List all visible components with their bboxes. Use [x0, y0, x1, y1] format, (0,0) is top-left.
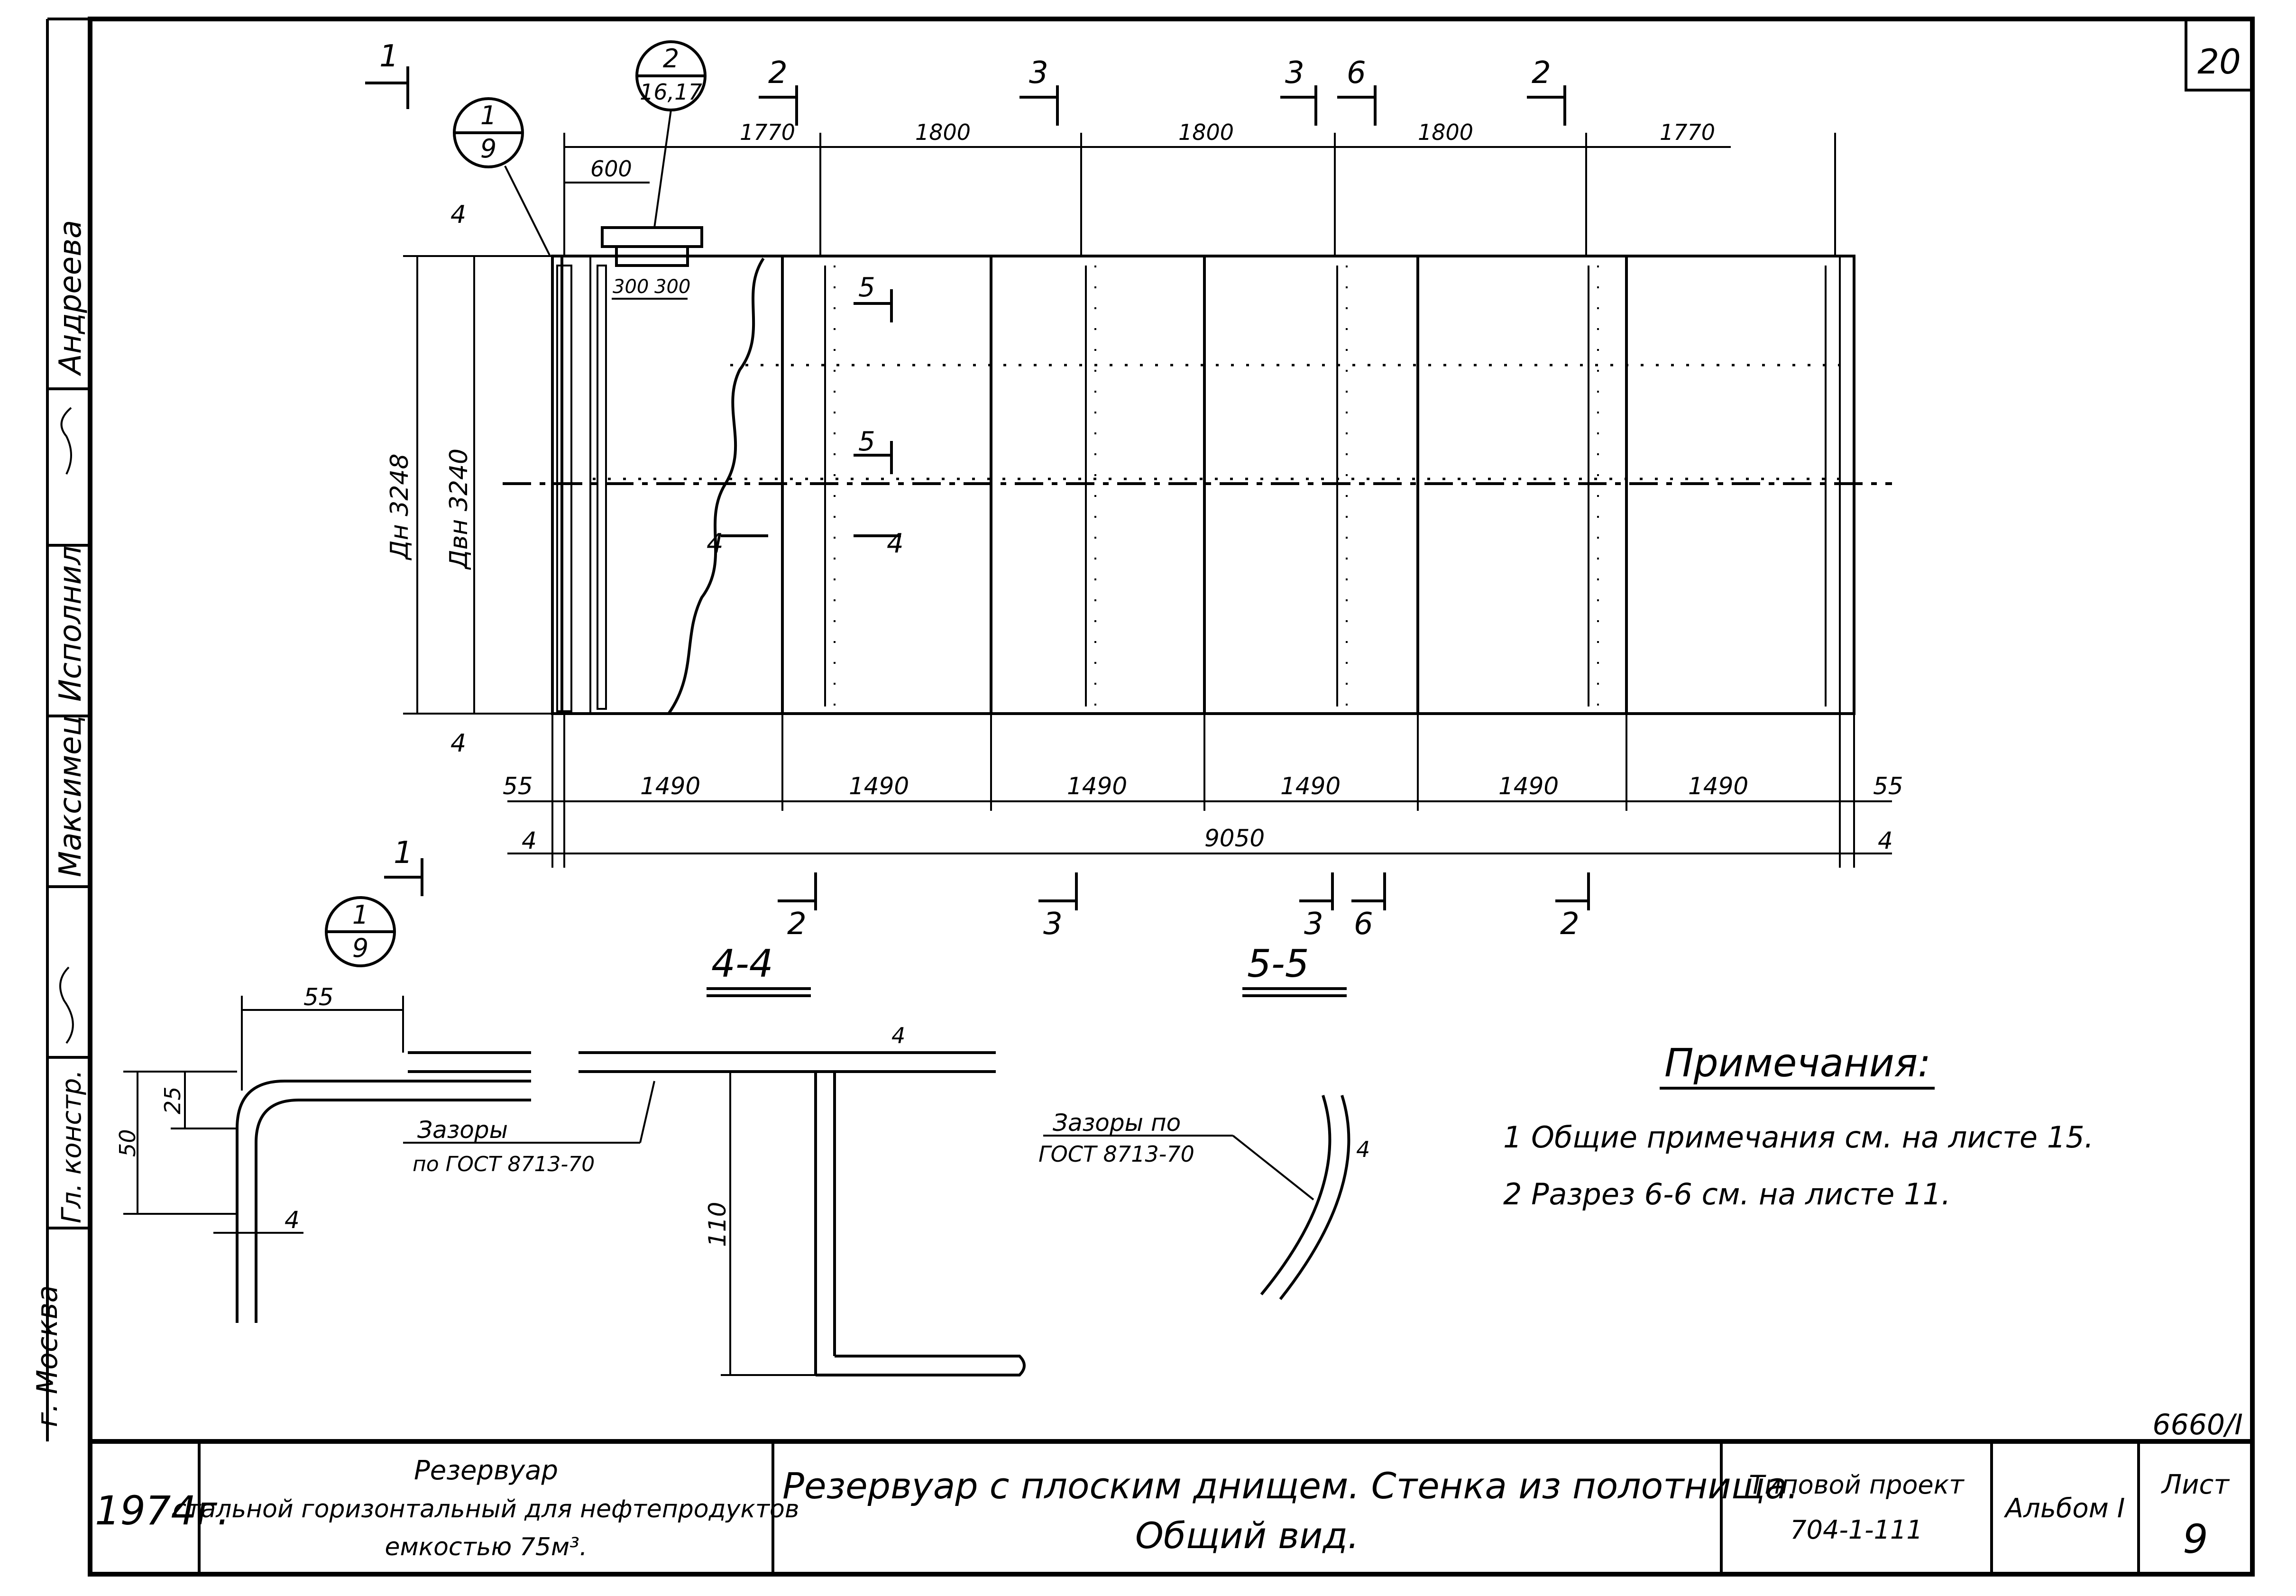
- title-object-line-1: Резервуар: [414, 1455, 558, 1486]
- section-4-4-title: 4-4: [711, 942, 773, 986]
- title-object-line-2: стальной горизонтальный для нефтепродукт…: [173, 1495, 799, 1523]
- callout-node-1-9: 1 9: [453, 97, 551, 257]
- bottom-dimensions: 55 1490 1490 1490 1490 1490 1490 55 4 90…: [503, 772, 1903, 854]
- detail-1-9-bottom: 9: [352, 933, 368, 963]
- dim-end-offset-right: 55: [1873, 772, 1903, 800]
- marker-bottom-3: 3: [1304, 907, 1323, 942]
- signature-column: Андреева Исполнил Максимец Гл. констр. г…: [31, 220, 88, 1427]
- marker-bottom-4: 6: [1354, 907, 1373, 942]
- dim-nozzle-offset: 600: [590, 156, 632, 182]
- dim-overall-length: 9050: [1204, 825, 1265, 852]
- detail-1-9-top: 1: [352, 900, 368, 930]
- dim-inner-diameter: Двн 3240: [445, 449, 473, 570]
- section-5-5-note-2: ГОСТ 8713-70: [1038, 1141, 1194, 1167]
- signature-name-1: Андреева: [53, 220, 88, 376]
- dim-top-1: 1770: [740, 119, 795, 145]
- section-5-5: 5-5 Зазоры по ГОСТ 8713-70 4: [1038, 942, 1370, 1300]
- signature-role-4: Гл. констр.: [56, 1070, 87, 1223]
- marker-bottom-5: 2: [1560, 907, 1580, 942]
- marker-bottom-2: 3: [1043, 907, 1063, 942]
- dim-end-thickness-right: 4: [1878, 827, 1893, 854]
- dim-bottom-5: 1490: [1498, 772, 1559, 800]
- marker-bottom-1: 2: [787, 907, 807, 942]
- marker-top-3: 3: [1029, 55, 1048, 91]
- section-5-5-title: 5-5: [1247, 942, 1309, 986]
- dim-bottom-4: 1490: [1280, 772, 1341, 800]
- detail-1-9: 1 9 55 25 50 4 Зазоры по ГОСТ 8713-70: [115, 896, 655, 1323]
- marker-top-5: 6: [1347, 55, 1366, 91]
- section-4-4: 4-4 110 4: [579, 942, 1026, 1376]
- callout-node-2-16: 2 16,17: [635, 40, 707, 228]
- title-sheet-label: Лист: [2161, 1469, 2230, 1500]
- note-item-2: 2 Разрез 6-6 см. на листе 11.: [1503, 1177, 1951, 1211]
- marker-top-1: 1: [379, 39, 399, 74]
- dim-top-2: 1800: [915, 119, 971, 145]
- sheet-code: 6660/I: [2152, 1408, 2243, 1441]
- dim-bottom-1: 1490: [640, 772, 700, 800]
- dim-bottom-6: 1490: [1688, 772, 1748, 800]
- marker-top-2: 2: [768, 55, 788, 91]
- dim-top-4: 1800: [1418, 119, 1473, 145]
- callout-2-16-bottom: 16,17: [640, 79, 702, 105]
- detail-1-dim-4: 4: [285, 1206, 300, 1234]
- signature-role-2: Исполнил: [53, 546, 88, 702]
- signature-scribble-2: [59, 966, 74, 1044]
- top-dimensions: 1770 1800 1800 1800 1770 600 300 300 4 4…: [386, 119, 1715, 758]
- title-year: 1974г.: [95, 1487, 230, 1534]
- title-project-label: Типовой проект: [1749, 1470, 1965, 1500]
- sheet-corner-number: 20: [2197, 42, 2241, 82]
- title-drawing-2: Общий вид.: [1135, 1514, 1359, 1557]
- dimension-lines: [403, 133, 1892, 868]
- detail-1-dim-55: 55: [303, 983, 334, 1011]
- section-4-4-dim-4: 4: [891, 1023, 905, 1048]
- notes-block: Примечания: 1 Общие примечания см. на ли…: [1503, 1041, 2094, 1211]
- detail-1-dim-50: 50: [115, 1129, 140, 1157]
- title-project-number: 704-1-111: [1790, 1515, 1922, 1545]
- signature-scribble: [60, 407, 72, 475]
- dim-nozzle-part-1: 300: [613, 276, 649, 298]
- signature-name-3: Максимец: [53, 715, 88, 877]
- title-drawing-1: Резервуар с плоским днищем. Стенка из по…: [782, 1465, 1799, 1507]
- section-references: 5 5 4 4: [707, 272, 904, 559]
- dim-top-thickness: 4: [450, 201, 466, 229]
- title-sheet-number: 9: [2183, 1516, 2208, 1562]
- section-ref-4a: 4: [707, 528, 724, 559]
- section-ref-5a: 5: [858, 272, 875, 303]
- marker-top-6: 2: [1532, 55, 1551, 91]
- dim-bottom-thickness: 4: [450, 729, 466, 758]
- tank-shell: [503, 226, 1892, 715]
- section-4-4-dim-110: 110: [704, 1202, 731, 1247]
- city-label: г. Москва: [31, 1285, 64, 1427]
- note-item-1: 1 Общие примечания см. на листе 15.: [1503, 1120, 2094, 1155]
- sheet-frame: [46, 17, 2255, 1577]
- section-markers-bottom: 2 3 3 6 2 1: [384, 835, 1590, 942]
- dim-bottom-3: 1490: [1067, 772, 1127, 800]
- dim-top-5: 1770: [1660, 119, 1715, 145]
- dim-end-offset-left: 55: [503, 772, 533, 800]
- dim-top-3: 1800: [1178, 119, 1234, 145]
- dim-bottom-2: 1490: [849, 772, 909, 800]
- title-object-line-3: емкостью 75м³.: [385, 1533, 587, 1561]
- dim-nozzle-part-2: 300: [654, 276, 690, 298]
- detail-1-note-2: по ГОСТ 8713-70: [413, 1152, 595, 1176]
- detail-1-note: Зазоры: [417, 1116, 508, 1144]
- notes-title: Примечания:: [1664, 1041, 1931, 1086]
- title-block: 1974г. Резервуар стальной горизонтальный…: [95, 1441, 2230, 1574]
- section-ref-5b: 5: [858, 426, 875, 457]
- dim-end-thickness-left: 4: [522, 827, 537, 854]
- callout-2-16-top: 2: [663, 44, 679, 73]
- section-markers-top: 1 2 3 3 6 2: [365, 39, 1566, 126]
- callout-1-9-bottom: 9: [480, 134, 496, 164]
- title-album: Альбом I: [2004, 1493, 2125, 1524]
- marker-top-4: 3: [1285, 55, 1304, 91]
- section-5-5-note: Зазоры по: [1053, 1109, 1181, 1137]
- detail-1-dim-25: 25: [160, 1086, 185, 1114]
- section-5-5-dim-4: 4: [1356, 1137, 1370, 1162]
- marker-left-1: 1: [394, 835, 413, 871]
- dim-outer-diameter: Дн 3248: [386, 454, 414, 561]
- callout-1-9-top: 1: [480, 101, 496, 130]
- section-ref-4b: 4: [887, 528, 904, 559]
